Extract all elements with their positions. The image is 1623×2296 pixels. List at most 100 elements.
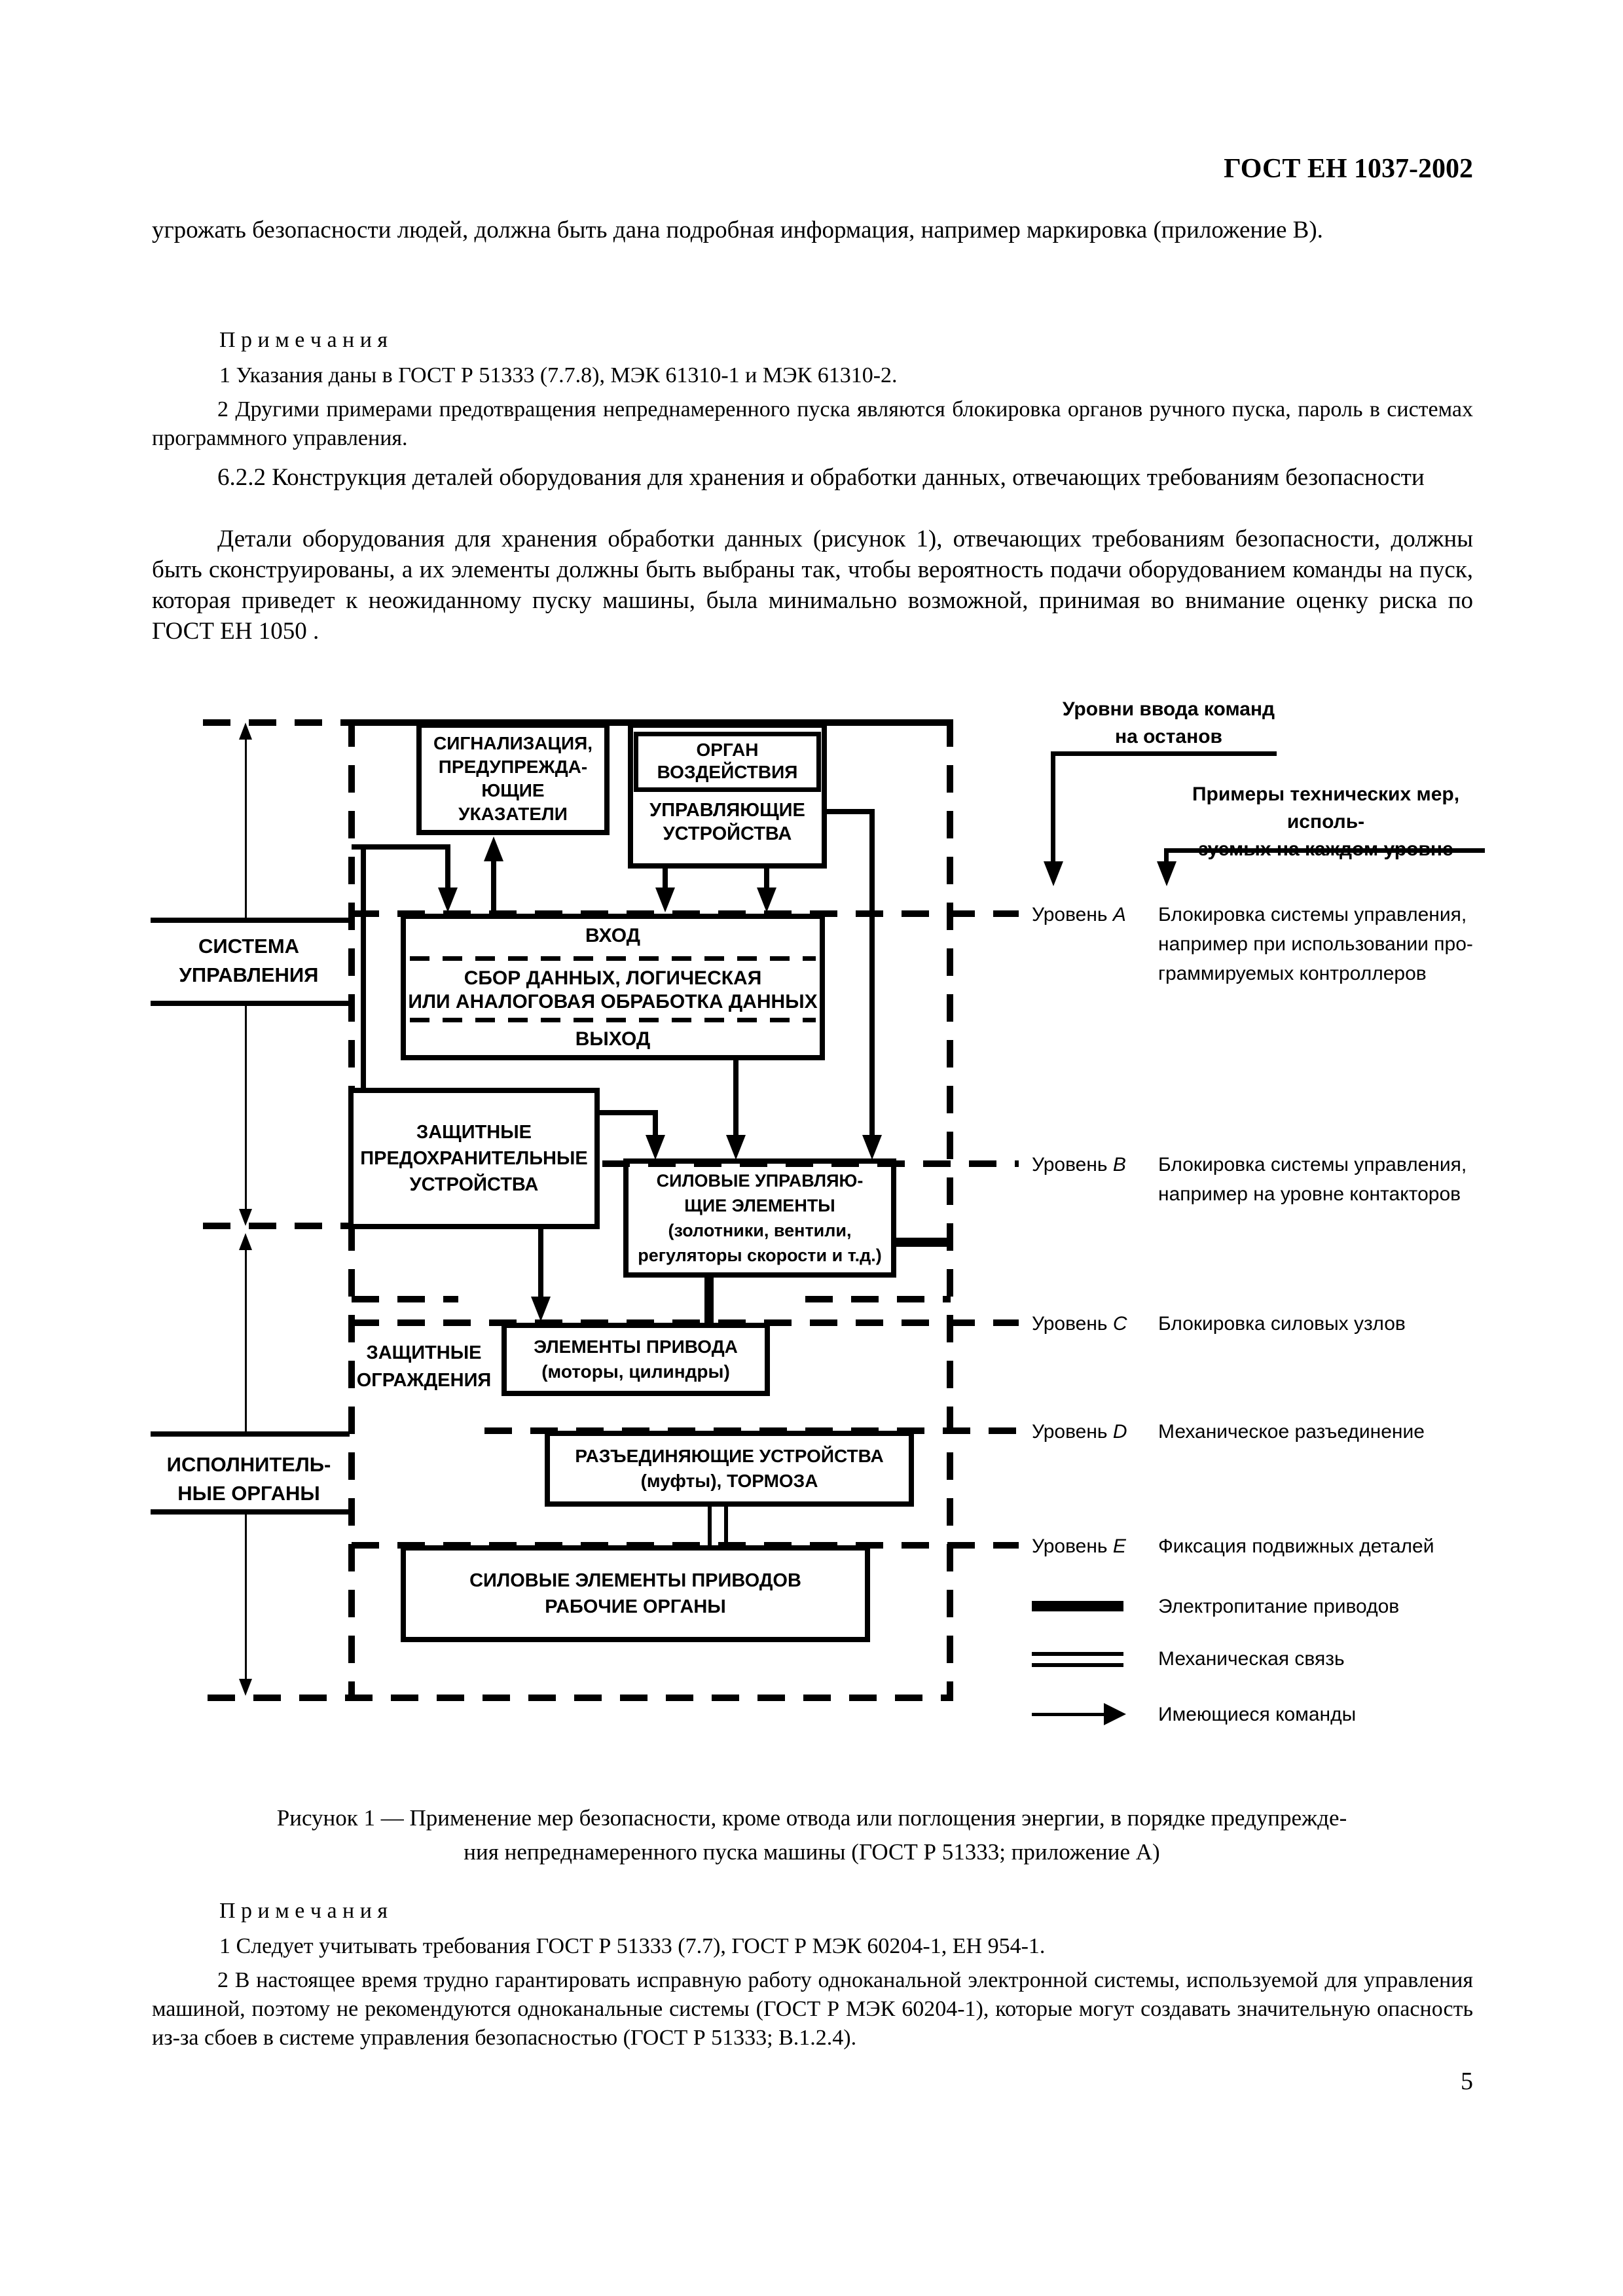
- arrow-into-powercontrol-left-icon: [646, 1135, 665, 1160]
- legend-mechanical-link-icon-bottom: [1032, 1663, 1123, 1667]
- level-d-line: [484, 1427, 1019, 1434]
- guard-zone-dash-left: [352, 1296, 458, 1302]
- legend-command-arrow-icon: [1104, 1703, 1126, 1725]
- level-c-label: Уровень C: [1032, 1313, 1127, 1335]
- level-b-description: Блокировка системы управления, например …: [1158, 1154, 1467, 1205]
- annotation-stop-levels: Уровни ввода команд на останов: [1062, 698, 1275, 747]
- stop-levels-arrow-icon: [1044, 861, 1063, 886]
- connector-output-down: [733, 1060, 739, 1135]
- actuators-tick-bottom: [151, 1509, 350, 1515]
- power-link-down: [704, 1278, 714, 1323]
- figure-caption: Рисунок 1 — Применение мер безопасности,…: [276, 1805, 1347, 1865]
- examples-underline: [1164, 848, 1485, 853]
- level-a-line: [352, 910, 1019, 917]
- arrow-into-signal-icon: [484, 836, 503, 861]
- frame-top-dash-extension: [203, 719, 352, 726]
- legend-command-arrow-label: Имеющиеся команды: [1158, 1704, 1357, 1725]
- span-line-actuators-upper: [245, 1249, 247, 1431]
- level-c-description: Блокировка силовых узлов: [1158, 1313, 1406, 1335]
- io-divider-2: [410, 1018, 816, 1022]
- label-actuators: ИСПОЛНИТЕЛЬ- НЫЕ ОРГАНЫ: [166, 1453, 331, 1505]
- arrow-into-input-right-icon: [757, 888, 776, 912]
- io-input-label: ВХОД: [585, 925, 641, 946]
- box-signal-indicators: СИГНАЛИЗАЦИЯ, ПРЕДУПРЕЖДА- ЮЩИЕ УКАЗАТЕЛ…: [416, 723, 610, 835]
- notes-top-item-1: 1 Указания даны в ГОСТ Р 51333 (7.7.8), …: [219, 363, 898, 387]
- legend-command-arrow-line: [1032, 1713, 1105, 1716]
- io-processing-line-1: СБОР ДАННЫХ, ЛОГИЧЕСКАЯ: [464, 967, 762, 989]
- control-system-tick-top: [151, 918, 350, 923]
- notes-top-item-2: 2 Другими примерами предотвращения непре…: [152, 397, 1473, 450]
- stop-levels-underline: [1051, 751, 1277, 756]
- legend-power-line-icon: [1032, 1601, 1123, 1611]
- level-d-description: Механическое разъединение: [1158, 1421, 1425, 1443]
- box-protective-devices: ЗАЩИТНЫЕ ПРЕДОХРАНИТЕЛЬНЫЕ УСТРОЙСТВА: [348, 1088, 600, 1229]
- connector-guards-right-horizontal: [600, 1110, 658, 1115]
- level-c-line: [352, 1319, 1019, 1326]
- level-e-line: [352, 1542, 1019, 1549]
- arrow-into-powercontrol-mid-icon: [726, 1135, 746, 1160]
- level-e-description: Фиксация подвижных деталей: [1158, 1535, 1434, 1557]
- actuators-tick-top: [151, 1431, 350, 1437]
- level-b-label: Уровень B: [1032, 1154, 1126, 1175]
- notes-bottom-title: П р и м е ч а н и я: [219, 1899, 388, 1923]
- span-arrow-mid-down-icon: [239, 1209, 252, 1226]
- box-power-elements: СИЛОВЫЕ ЭЛЕМЕНТЫ ПРИВОДОВ РАБОЧИЕ ОРГАНЫ: [401, 1545, 870, 1642]
- page-number: 5: [1461, 2068, 1473, 2095]
- span-arrow-mid-up-icon: [239, 1233, 252, 1250]
- box-disconnect-devices: РАЗЪЕДИНЯЮЩИЕ УСТРОЙСТВА (муфты), ТОРМОЗ…: [545, 1431, 914, 1507]
- arrow-into-input-left-icon: [438, 888, 458, 912]
- section-622-body: Детали оборудования для хранения обработ…: [152, 526, 1473, 645]
- box-power-control-elements: СИЛОВЫЕ УПРАВЛЯЮ- ЩИЕ ЭЛЕМЕНТЫ (золотник…: [623, 1158, 896, 1278]
- page-header: ГОСТ ЕН 1037-2002: [1224, 154, 1473, 184]
- span-line-control-lower: [245, 1006, 247, 1210]
- level-d-label: Уровень D: [1032, 1421, 1127, 1443]
- examples-arrow-line: [1164, 848, 1169, 861]
- mid-left-dashed-segment: [203, 1223, 352, 1229]
- guard-zone-dash-right: [805, 1296, 951, 1302]
- label-control-system: СИСТЕМА УПРАВЛЕНИЯ: [179, 935, 319, 986]
- mechanical-link-line-1: [708, 1507, 712, 1545]
- io-output-label: ВЫХОД: [575, 1028, 651, 1050]
- connector-guards-right-down: [653, 1110, 658, 1135]
- stop-levels-arrow-line: [1051, 751, 1055, 861]
- span-line-control-upper: [245, 738, 247, 920]
- mechanical-link-line-2: [724, 1507, 728, 1545]
- frame-bottom-dashed-edge: [208, 1695, 953, 1701]
- frame-right-dashed-edge: [947, 719, 953, 1698]
- connector-left-horizontal: [352, 844, 450, 850]
- connector-control-to-input-2: [764, 869, 769, 890]
- span-arrow-bottom-icon: [239, 1679, 252, 1696]
- connector-control-down-long: [869, 809, 875, 1135]
- arrow-into-input-mid-icon: [655, 888, 675, 912]
- notes-bottom-item-1: 1 Следует учитывать требования ГОСТ Р 51…: [219, 1934, 1046, 1958]
- connector-to-input-left: [445, 844, 450, 890]
- legend-mechanical-link-label: Механическая связь: [1158, 1648, 1345, 1670]
- io-divider-1: [410, 956, 816, 961]
- box-actuating-organ: ОРГАН ВОЗДЕЙСТВИЯ: [634, 732, 821, 792]
- level-e-label: Уровень E: [1032, 1535, 1126, 1557]
- connector-guards-feed: [361, 847, 366, 1088]
- io-processing-line-2: ИЛИ АНАЛОГОВАЯ ОБРАБОТКА ДАННЫХ: [408, 991, 818, 1013]
- arrow-into-drive-icon: [531, 1297, 551, 1321]
- level-b-line: [602, 1160, 1019, 1167]
- annotation-examples: Примеры технических мер, исполь- зуемых …: [1192, 783, 1460, 860]
- examples-arrow-icon: [1157, 861, 1176, 886]
- notes-bottom-item-2: 2 В настоящее время трудно гарантировать…: [152, 1968, 1473, 2050]
- connector-control-right-horizontal: [827, 809, 875, 814]
- section-622-title: 6.2.2 Конструкция деталей оборудования д…: [217, 464, 1425, 491]
- level-a-description: Блокировка системы управления, например …: [1158, 904, 1473, 984]
- level-a-label: Уровень A: [1032, 904, 1126, 925]
- notes-top-title: П р и м е ч а н и я: [219, 328, 388, 352]
- box-drive-elements: ЭЛЕМЕНТЫ ПРИВОДА (моторы, цилиндры): [501, 1323, 770, 1396]
- power-link-right: [896, 1238, 951, 1247]
- connector-input-to-signal: [491, 859, 496, 914]
- span-arrow-top-icon: [239, 723, 252, 740]
- legend-mechanical-link-icon-top: [1032, 1652, 1123, 1656]
- control-system-tick-bottom: [151, 1001, 350, 1006]
- label-guard-fence: ЗАЩИТНЫЕ ОГРАЖДЕНИЯ: [356, 1342, 492, 1391]
- box-control-devices: ОРГАН ВОЗДЕЙСТВИЯ УПРАВЛЯЮЩИЕ УСТРОЙСТВА: [628, 723, 827, 869]
- arrow-into-powercontrol-right-icon: [862, 1135, 882, 1160]
- connector-guards-bottom-down: [538, 1229, 543, 1297]
